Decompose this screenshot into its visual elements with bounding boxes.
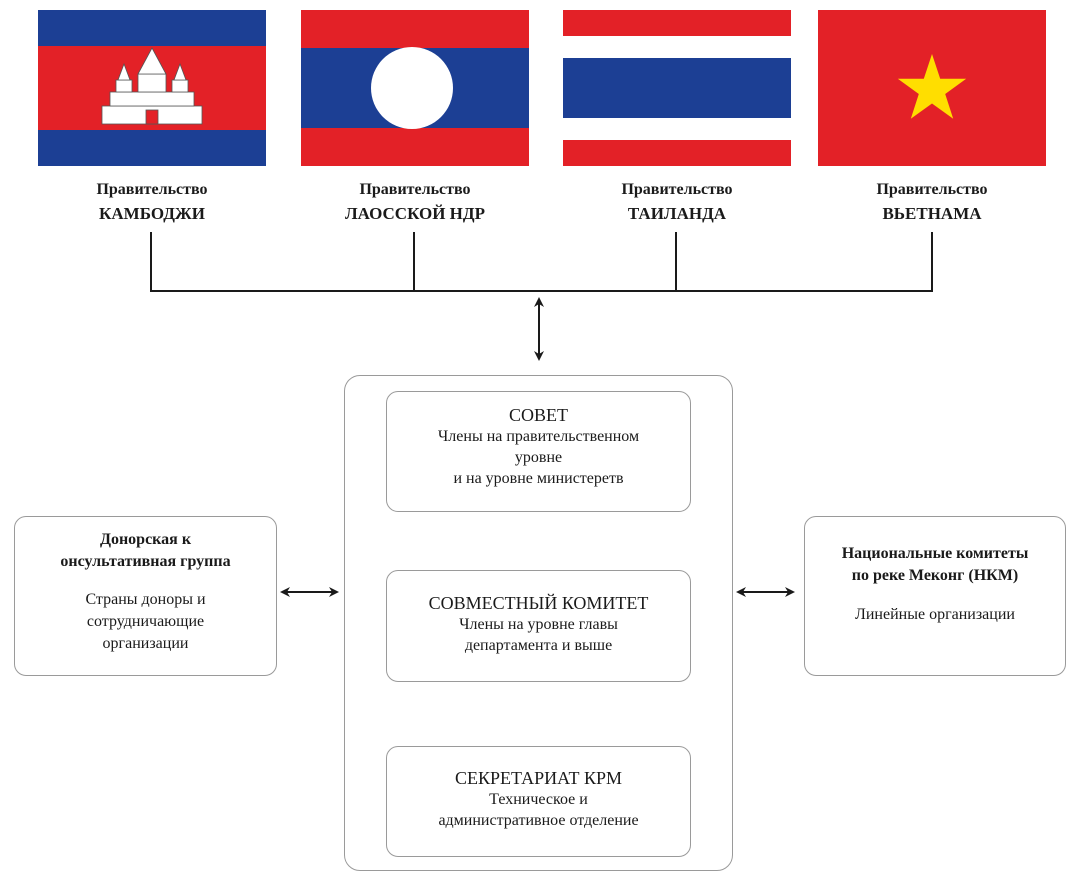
secretariat-line: административное отделение	[438, 812, 639, 829]
government-country: ТАИЛАНДА	[627, 204, 727, 223]
government-prefix: Правительство	[96, 181, 208, 198]
national-committees-box: Национальные комитеты по реке Меконг (НК…	[804, 516, 1066, 676]
donor-group-desc: сотрудничающие	[86, 613, 205, 630]
secretariat-line: Техническое и	[489, 791, 588, 808]
donor-group-title: онсультативная группа	[60, 553, 231, 570]
secretariat-box: СЕКРЕТАРИАТ КРМ Техническое и администра…	[386, 746, 691, 857]
joint-committee-title: СОВМЕСТНЫЙ КОМИТЕТ	[428, 593, 649, 613]
donor-group-title: Донорская к	[99, 531, 192, 548]
laos-flag	[301, 10, 529, 166]
donor-group-desc: Страны доноры и	[85, 591, 206, 608]
council-title: СОВЕТ	[508, 405, 568, 425]
government-prefix: Правительство	[621, 181, 733, 198]
government-country: ЛАОССКОЙ НДР	[345, 204, 485, 223]
government-label-vietnam: Правительство ВЬЕТНАМА	[802, 178, 1062, 226]
national-committees-desc: Линейные организации	[855, 606, 1015, 623]
secretariat-title: СЕКРЕТАРИАТ КРМ	[454, 768, 623, 788]
donor-group-desc: организации	[102, 635, 189, 652]
vietnam-flag	[818, 10, 1046, 166]
government-label-laos: Правительство ЛАОССКОЙ НДР	[285, 178, 545, 226]
government-prefix: Правительство	[359, 181, 471, 198]
national-committees-title: Национальные комитеты	[841, 545, 1029, 562]
joint-committee-box: СОВМЕСТНЫЙ КОМИТЕТ Члены на уровне главы…	[386, 570, 691, 682]
council-line: уровне	[514, 449, 563, 466]
thailand-flag	[563, 10, 791, 166]
council-box: СОВЕТ Члены на правительственном уровне …	[386, 391, 691, 512]
government-country: КАМБОДЖИ	[99, 204, 205, 223]
donor-group-box: Донорская к онсультативная группа Страны…	[14, 516, 277, 676]
cambodia-flag	[38, 10, 266, 166]
joint-committee-line: Члены на уровне главы	[459, 616, 618, 633]
council-line: Члены на правительственном	[437, 428, 640, 445]
council-line: и на уровне министеретв	[453, 470, 624, 487]
government-label-thailand: Правительство ТАИЛАНДА	[547, 178, 807, 226]
government-prefix: Правительство	[876, 181, 988, 198]
government-country: ВЬЕТНАМА	[882, 204, 982, 223]
joint-committee-line: департамента и выше	[464, 637, 613, 654]
national-committees-title: по реке Меконг (НКМ)	[851, 567, 1019, 584]
government-label-cambodia: Правительство КАМБОДЖИ	[22, 178, 282, 226]
